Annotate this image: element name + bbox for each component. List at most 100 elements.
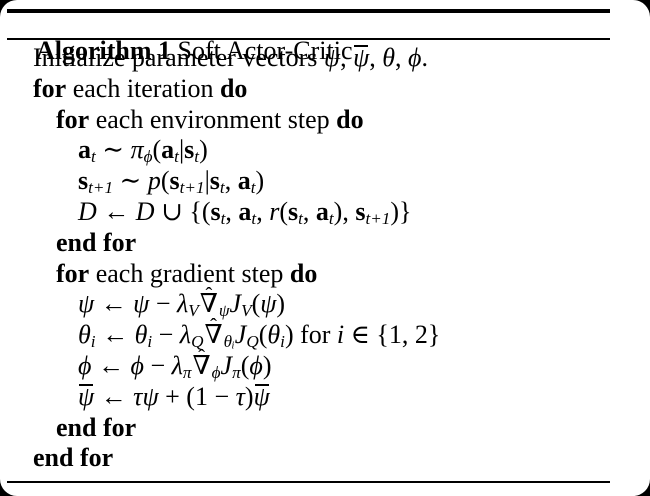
plain-text: Initialize parameter vectors xyxy=(33,43,324,72)
math-symbol: θᵢ xyxy=(223,331,235,351)
math-symbol: π xyxy=(130,135,144,164)
math-symbol: θ xyxy=(78,320,91,349)
plain-text: ( xyxy=(279,197,288,226)
math-symbol: V xyxy=(188,300,199,320)
plain-text: ) xyxy=(199,135,208,164)
plain-text: ∇ xyxy=(200,291,218,317)
keyword-text: for xyxy=(56,259,90,288)
math-symbol: t xyxy=(91,146,96,166)
math-symbol: t xyxy=(250,177,256,197)
keyword-text: end for xyxy=(56,413,137,442)
plain-text: ← xyxy=(96,197,136,226)
plain-text: ) xyxy=(276,289,286,318)
plain-text: ∇ xyxy=(192,353,210,379)
plain-text: , xyxy=(395,43,408,72)
math-symbol: t+1 xyxy=(365,208,391,228)
algorithm-title-number: Algorithm 1 xyxy=(36,36,172,65)
plain-text: ( xyxy=(160,166,170,195)
math-symbol: t xyxy=(219,177,225,197)
math-symbol: J xyxy=(234,320,247,349)
algorithm-line-7: end for xyxy=(56,227,136,258)
math-symbol: s xyxy=(210,197,221,226)
algorithm-line-2: for each iteration do xyxy=(33,73,247,104)
math-symbol: ψ xyxy=(78,382,95,411)
math-symbol: t xyxy=(251,208,257,228)
math-symbol: a xyxy=(315,197,329,226)
math-symbol: s xyxy=(209,166,220,195)
math-symbol: ϕ xyxy=(211,362,221,382)
keyword-text: do xyxy=(219,74,248,103)
plain-text: + (1 − xyxy=(158,382,236,411)
algorithm-line-9: ψ ← ψ − λV∇ψJV(ψ) xyxy=(78,288,286,320)
plain-text: each environment step xyxy=(89,105,337,134)
math-symbol: ψ xyxy=(353,43,370,72)
plain-text: ) xyxy=(244,382,254,411)
math-symbol: ψ xyxy=(78,289,95,318)
plain-text: ← xyxy=(94,289,134,318)
algorithm-line-5: st+1 ∼ p(st+1|st, at) xyxy=(78,165,264,197)
plain-text: ← xyxy=(94,382,134,411)
algorithm-line-10: θi ← θi − λQ∇θᵢJQ(θi) for i ∈ {1, 2} xyxy=(78,319,441,351)
plain-text: ∈ {1, 2} xyxy=(344,320,441,349)
math-symbol: a xyxy=(78,135,91,164)
math-symbol: ψ xyxy=(253,382,270,411)
algorithm-body: Initialize parameter vectors ψ, ψ, θ, ϕ.… xyxy=(0,42,650,482)
math-symbol: τψ xyxy=(133,382,159,411)
plain-text: ( xyxy=(258,320,268,349)
plain-text: − xyxy=(143,351,172,380)
math-symbol: t+1 xyxy=(88,177,114,197)
math-symbol: i xyxy=(90,331,96,351)
math-symbol: ϕ xyxy=(408,43,422,72)
math-symbol: t xyxy=(328,208,334,228)
math-symbol: ψ xyxy=(323,43,341,72)
plain-text: ← xyxy=(91,351,131,380)
plain-text: − xyxy=(149,289,177,318)
math-symbol: ψ xyxy=(260,289,277,318)
math-symbol: ϕ xyxy=(249,351,263,380)
math-symbol: t+1 xyxy=(179,177,205,197)
algorithm-line-6: D ← D ∪ {(st, at, r(st, at), st+1)} xyxy=(78,196,412,228)
top-rule xyxy=(7,9,610,13)
math-symbol: λ xyxy=(179,320,192,349)
plain-text: ∇ xyxy=(204,322,222,348)
math-symbol: t xyxy=(220,208,226,228)
math-symbol: λ xyxy=(171,351,183,380)
algorithm-line-12: ψ ← τψ + (1 − τ)ψ xyxy=(78,381,270,412)
math-symbol: V xyxy=(241,300,252,320)
math-symbol: J xyxy=(220,351,233,380)
plain-text: ( xyxy=(251,289,261,318)
plain-text: ) for xyxy=(284,320,337,349)
algorithm-line-14: end for xyxy=(33,442,113,473)
math-symbol: ϕ xyxy=(78,351,92,380)
math-symbol: a xyxy=(161,135,175,164)
keyword-text: do xyxy=(336,105,364,134)
math-symbol: i xyxy=(147,331,153,351)
plain-text: − xyxy=(152,320,180,349)
plain-text: ← xyxy=(95,320,135,349)
math-symbol: D xyxy=(135,197,155,226)
plain-text: ( xyxy=(152,135,162,164)
algorithm-line-11: ϕ ← ϕ − λπ∇ϕJπ(ϕ) xyxy=(78,350,272,382)
math-symbol: ϕ xyxy=(143,146,153,166)
plain-text: ) xyxy=(262,351,272,380)
math-symbol: a xyxy=(238,197,252,226)
math-symbol: i xyxy=(280,331,285,351)
algorithm-line-1: Initialize parameter vectors ψ, ψ, θ, ϕ. xyxy=(33,42,428,73)
math-symbol: t xyxy=(194,146,200,166)
title-rule xyxy=(7,38,610,40)
math-symbol: ψ xyxy=(133,289,150,318)
math-symbol: ϕ xyxy=(130,351,144,380)
plain-text: , xyxy=(224,166,238,195)
math-symbol: t xyxy=(298,208,303,228)
algorithm-title-name: Soft Actor-Critic xyxy=(171,36,353,65)
plain-text: , xyxy=(302,197,316,226)
math-symbol: θ xyxy=(382,43,395,72)
keyword-text: end for xyxy=(33,443,114,472)
math-symbol: s xyxy=(78,166,89,195)
keyword-text: for xyxy=(33,74,67,103)
math-symbol: π xyxy=(182,362,192,382)
plain-text: ), xyxy=(333,197,356,226)
math-symbol: λ xyxy=(176,289,189,318)
plain-text: , xyxy=(340,43,354,72)
